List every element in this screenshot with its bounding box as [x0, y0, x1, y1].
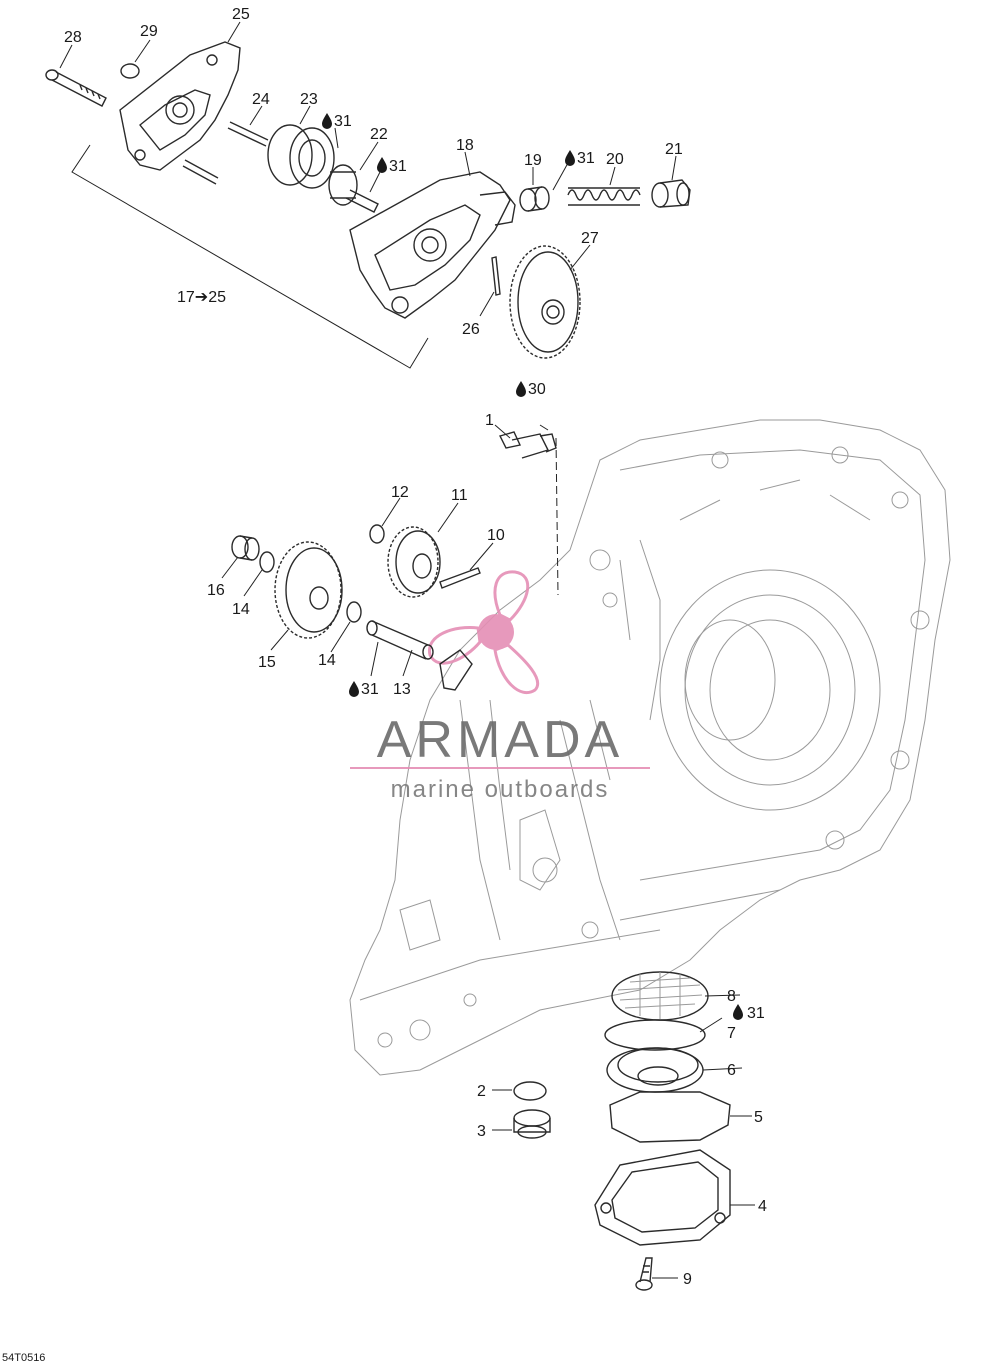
oil-drop-icon	[322, 113, 332, 129]
callout-19: 19	[524, 152, 542, 169]
sensor-1	[498, 431, 557, 459]
cover-plate	[439, 649, 473, 691]
callout-8: 8	[727, 988, 736, 1005]
oil-drop-icon	[516, 381, 526, 397]
callout-4: 4	[758, 1198, 767, 1215]
callout-20: 20	[606, 151, 624, 168]
callout-14-a: 14	[232, 601, 250, 618]
gear-27	[509, 245, 581, 359]
callout-24: 24	[252, 91, 270, 108]
inner-rotor-22	[328, 164, 379, 213]
oil-drop-icon	[733, 1004, 743, 1020]
watermark-tagline: marine outboards	[391, 776, 610, 803]
pump-cover-25	[119, 41, 241, 171]
pin-10	[439, 567, 481, 589]
o-ring-7	[604, 1019, 706, 1051]
oil-drop-icon	[349, 681, 359, 697]
callout-9: 9	[683, 1271, 692, 1288]
pump-housing-18	[349, 171, 516, 319]
callout-7: 7	[727, 1025, 736, 1042]
callout-16: 16	[207, 582, 225, 599]
leader-lines	[59, 21, 755, 1279]
callout-12: 12	[391, 484, 409, 501]
bolt-9	[635, 1257, 653, 1291]
cup-6	[606, 1047, 704, 1093]
dowel-pin-lower	[182, 159, 219, 185]
callout-labels: 28 29 25 24 23 31 22 31 18 19 31 20 21 2…	[64, 6, 767, 1288]
callout-30: 30	[528, 381, 546, 398]
callout-22: 22	[370, 126, 388, 143]
spring-20	[567, 187, 641, 206]
watermark-underline	[350, 767, 650, 769]
washer-14b	[346, 601, 362, 623]
plunger-19	[519, 186, 550, 212]
cover-4	[594, 1149, 731, 1246]
shaft-13	[366, 620, 434, 660]
oil-screen-8	[611, 971, 709, 1021]
callout-15: 15	[258, 654, 276, 671]
callout-31-e: 31	[747, 1005, 765, 1022]
pin-26	[491, 256, 501, 296]
callout-6: 6	[727, 1062, 736, 1079]
leader-30	[539, 424, 549, 431]
washer-29	[120, 63, 140, 79]
callout-3: 3	[477, 1123, 486, 1140]
callout-1: 1	[485, 412, 494, 429]
engine-block	[349, 419, 951, 1076]
gear-15	[274, 541, 343, 639]
callout-31-b: 31	[389, 158, 407, 175]
callout-2: 2	[477, 1083, 486, 1100]
gear-11	[387, 526, 441, 598]
drawing-code: 54T0516	[2, 1352, 45, 1364]
group-bracket	[71, 144, 429, 369]
watermark-brand: ARMADA	[377, 711, 623, 769]
callout-18: 18	[456, 137, 474, 154]
callout-28: 28	[64, 29, 82, 46]
callout-14-b: 14	[318, 652, 336, 669]
callout-11: 11	[451, 487, 468, 504]
washer-14a	[259, 551, 275, 573]
oil-drop-icon	[565, 150, 575, 166]
plug-21	[651, 179, 691, 208]
callout-5: 5	[754, 1109, 763, 1126]
callout-27: 27	[581, 230, 599, 247]
bolt-28	[45, 69, 107, 107]
callout-31-d: 31	[361, 681, 379, 698]
callout-26: 26	[462, 321, 480, 338]
oil-drop-icons	[322, 113, 743, 1020]
bushing-16	[231, 535, 260, 561]
callout-17-25: 17➔25	[177, 289, 226, 306]
dowel-pin-24	[227, 121, 269, 147]
drain-plug-3	[513, 1109, 551, 1139]
gasket-5	[609, 1091, 731, 1143]
propeller-icon	[428, 570, 540, 694]
oil-drop-icon	[377, 157, 387, 173]
callout-23: 23	[300, 91, 318, 108]
callout-29: 29	[140, 23, 158, 40]
callout-31-c: 31	[577, 150, 595, 167]
callout-25: 25	[232, 6, 250, 23]
circlip-12	[369, 524, 385, 544]
o-ring-2	[513, 1081, 547, 1101]
callout-21: 21	[665, 141, 683, 158]
callout-10: 10	[487, 527, 505, 544]
armada-logo: ARMADA marine outboards	[350, 570, 650, 803]
axis-line-1	[555, 437, 559, 596]
callout-31-a: 31	[334, 113, 352, 130]
outer-rotor-23	[267, 124, 335, 189]
callout-13: 13	[393, 681, 411, 698]
